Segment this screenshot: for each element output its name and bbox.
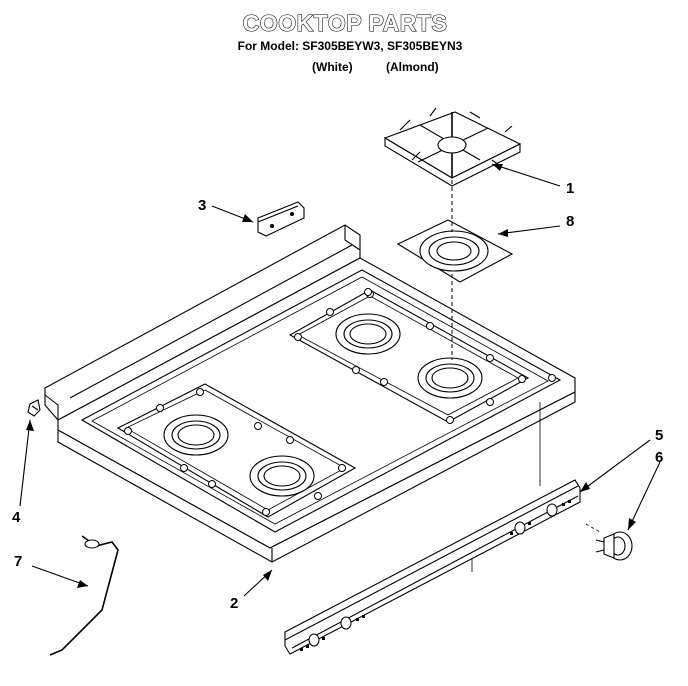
callout-2: 2 [230,595,238,612]
cooktop-part [44,224,576,563]
control-knob-part [585,523,633,561]
callout-3: 3 [198,197,206,214]
leader-lines [19,163,661,597]
control-panel-part [284,402,581,655]
plate-screws [124,288,556,516]
diagram-title: COOKTOP PARTS [242,9,448,36]
callout-6: 6 [655,449,663,466]
burner-openings [163,313,483,497]
bracket-part [257,201,305,237]
callout-1: 1 [566,180,574,197]
callout-8: 8 [566,213,574,230]
panel-markings [300,500,571,651]
callout-5: 5 [655,427,663,444]
side-clip-part [27,399,41,417]
wire-rod-part [49,535,119,656]
color-almond-label: (Almond) [386,60,439,74]
panel-knob-holes [308,503,558,647]
callout-4: 4 [12,509,21,526]
burner-bowl-part [396,219,514,283]
color-white-label: (White) [312,60,353,74]
burner-grate-part [383,107,522,187]
callout-7: 7 [14,553,22,570]
model-numbers: For Model: SF305BEYW3, SF305BEYN3 [237,39,463,53]
